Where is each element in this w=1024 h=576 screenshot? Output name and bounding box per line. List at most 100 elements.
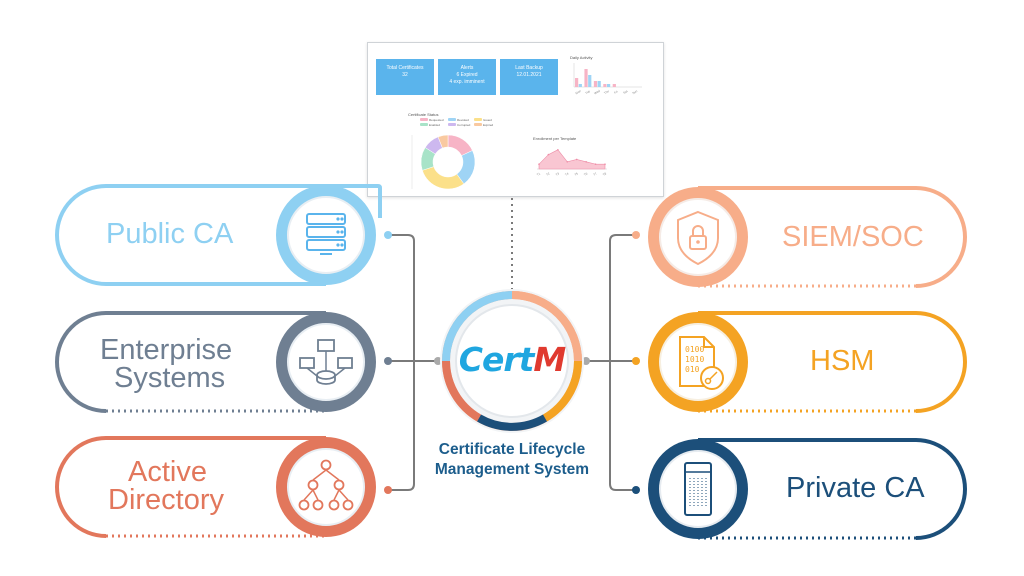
bar-mark: [593, 81, 598, 87]
card-title: Total Certificates: [386, 65, 424, 71]
tick-label: Fri: [613, 89, 618, 94]
bar-mark: [578, 84, 582, 87]
label-enterprise-line1: Enterprise: [100, 334, 233, 366]
area-point: [566, 161, 569, 163]
legend-label: Issued: [483, 117, 492, 122]
hierarchy-tree-icon: [276, 437, 376, 537]
binary-key-document-icon: 0100 1010 010: [648, 312, 748, 412]
tick-label: T8: [602, 171, 607, 176]
svg-text:010: 010: [685, 365, 700, 374]
legend-swatch: [448, 123, 456, 126]
subtitle-line1: Certificate Lifecycle: [438, 441, 586, 458]
label-siem-soc: SIEM/SOC: [782, 221, 924, 253]
tick-label: T6: [583, 171, 588, 176]
tick-label: T4: [564, 171, 569, 176]
card-value: 32: [402, 72, 408, 78]
connector-dot: [384, 486, 392, 494]
card-extra: 4 exp. imminent: [449, 79, 485, 85]
left-bracket-connector: [388, 234, 415, 491]
shield-lock-icon: [648, 187, 748, 287]
legend-swatch: [448, 118, 456, 121]
legend-label: Corrupted: [457, 122, 471, 127]
area-point: [538, 163, 540, 165]
pill-hsm: [698, 311, 967, 413]
certificate-status-title: Certificate Status: [408, 112, 439, 117]
tick-label: T2: [545, 171, 550, 176]
card-value: 6 Expired: [456, 72, 478, 78]
connector-dot: [384, 231, 392, 239]
tick-label: Thu: [603, 89, 610, 95]
tick-label: Sun: [631, 89, 638, 95]
card-value: 12.01.2021: [516, 72, 542, 78]
legend-swatch: [474, 123, 482, 126]
area-point: [604, 163, 606, 165]
tick-label: Sat: [622, 89, 628, 95]
bar-mark: [612, 84, 616, 87]
subtitle-line2: Management System: [434, 461, 590, 478]
network-computers-icon: [276, 312, 376, 412]
label-private-ca: Private CA: [786, 472, 925, 504]
label-enterprise-line2: Systems: [114, 362, 226, 394]
card-title: Alerts: [460, 65, 474, 71]
enrollment-chart: T1 T2 T3 T4 T5 T6 T7 T8: [536, 149, 607, 177]
label-active-directory-line1: Active: [128, 456, 207, 488]
legend-label: Enabled: [429, 122, 441, 127]
legend-label: Requested: [429, 117, 444, 122]
tick-label: T1: [536, 171, 541, 176]
legend-label: Expired: [483, 122, 494, 127]
connector-dot: [632, 231, 640, 239]
pill-enterprise-systems: [55, 311, 326, 413]
area-point: [547, 153, 550, 156]
server-rack-icon: [276, 185, 376, 285]
server-tower-icon: [648, 439, 748, 539]
pill-siem-soc: [698, 186, 967, 288]
tick-label: Tue: [584, 89, 591, 95]
certm-logo: CertM: [448, 330, 576, 390]
bar-mark: [588, 75, 592, 87]
label-public-ca: Public CA: [106, 218, 234, 250]
center-subtitle: Certificate Lifecycle Management System: [400, 440, 624, 480]
legend-swatch: [474, 118, 482, 121]
bar-mark: [603, 84, 607, 87]
legend-label: Revoked: [457, 117, 469, 122]
tick-label: T5: [574, 171, 579, 176]
pill-private-ca: [698, 438, 967, 540]
dashboard-card-backup: Last Backup 12.01.2021: [500, 59, 558, 95]
dashboard-card-total: Total Certificates 32: [376, 59, 434, 95]
legend-swatch: [420, 123, 428, 126]
connector-dot: [582, 357, 590, 365]
tick-label: T3: [555, 171, 560, 176]
area-point: [585, 161, 587, 163]
legend-swatch: [420, 118, 428, 121]
bar-mark: [575, 78, 579, 87]
pie-slice: [437, 134, 449, 149]
area-point: [557, 149, 559, 151]
tick-label: T7: [593, 171, 598, 176]
enrollment-title: Enrollment per Template: [533, 136, 577, 141]
logo-part1: Cert: [458, 340, 535, 379]
tick-label: Wed: [593, 89, 601, 95]
connector-dot: [384, 357, 392, 365]
label-hsm: HSM: [810, 345, 875, 377]
dashboard-preview: Total Certificates 32 Alerts 6 Expired 4…: [367, 42, 664, 197]
certificate-status-chart: [411, 134, 476, 190]
connector-dot: [434, 357, 442, 365]
connector-dot: [632, 357, 640, 365]
label-active-directory-line2: Directory: [108, 484, 225, 516]
logo-part2: M: [533, 340, 566, 379]
tick-label: Mon: [575, 89, 582, 95]
certm-center-ring: [440, 289, 584, 433]
svg-text:0100: 0100: [685, 345, 704, 354]
bar-mark: [607, 84, 611, 87]
connector-dot: [632, 486, 640, 494]
card-title: Last Backup: [515, 65, 543, 71]
area-point: [575, 158, 578, 161]
svg-text:1010: 1010: [685, 355, 704, 364]
bar-mark: [597, 81, 601, 87]
area-point: [594, 163, 597, 165]
bar-mark: [584, 69, 588, 87]
daily-activity-title: Daily Activity: [570, 55, 593, 60]
